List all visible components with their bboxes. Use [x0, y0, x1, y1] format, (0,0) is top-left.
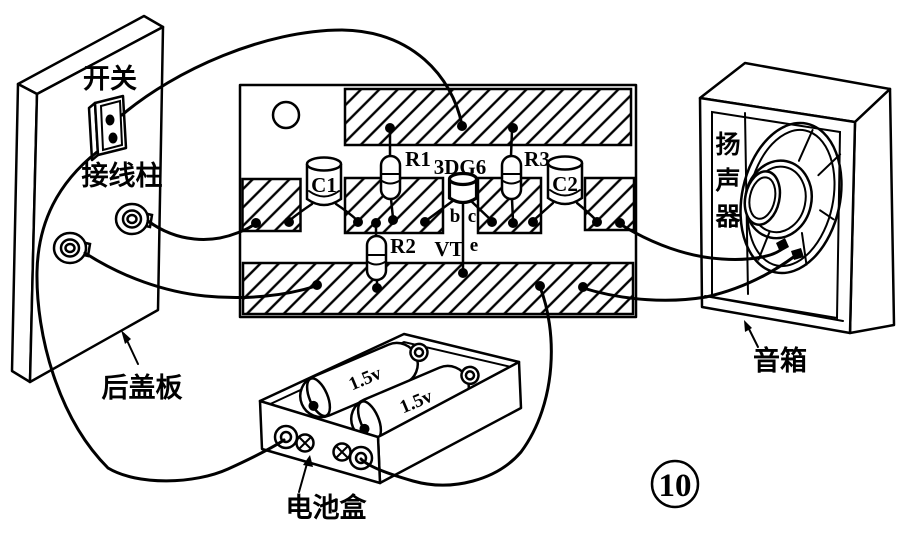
- speaker-box: 扬 声 器 音箱: [698, 61, 896, 376]
- terminals-label: 接线柱: [82, 161, 163, 191]
- back-cover-label: 后盖板: [102, 373, 183, 403]
- switch-rivet: [105, 114, 115, 126]
- pin-c-label: c: [468, 206, 476, 227]
- c1-label: C1: [311, 173, 337, 197]
- vt-label: VT: [434, 237, 463, 261]
- wire-board-to-speaker-lower: [581, 254, 797, 302]
- transistor-vt: [447, 171, 479, 205]
- resistor-r1: [379, 154, 402, 201]
- wire-switch-to-battery-loop: [35, 150, 286, 483]
- terminal-post-lower: [52, 231, 92, 265]
- driver-label-char-3: 器: [714, 203, 741, 231]
- back-cover-panel: 开关 接线柱 后盖板: [10, 14, 183, 403]
- resistor-r2: [365, 234, 388, 282]
- battery-box-label: 电池盒: [286, 492, 368, 523]
- battery-box-pointer-arrow: [298, 455, 313, 493]
- transistor-type-label: 3DG6: [434, 155, 487, 179]
- driver-label-char-1: 扬: [715, 131, 740, 159]
- hookup-wires: [35, 28, 797, 487]
- wire-terminal-upper-to-board: [146, 219, 258, 241]
- capacitor-c2: C2: [546, 155, 584, 206]
- solder-joints: [251, 121, 625, 293]
- wire-terminal-lower-to-board: [83, 251, 318, 300]
- speaker-driver: [739, 121, 843, 275]
- terminal-post-upper: [114, 202, 154, 236]
- pin-b-label: b: [450, 206, 461, 227]
- battery-cell-1: 1.5v: [299, 341, 429, 419]
- wire-board-to-speaker-upper: [618, 222, 785, 261]
- pin-e-label: e: [470, 235, 478, 256]
- battery-box: 1.5v 1.5v 电池盒: [258, 332, 523, 523]
- copper-strip-bottom: [241, 261, 635, 316]
- capacitor-c1: C1: [305, 156, 343, 207]
- wire-switch-to-board: [120, 28, 464, 127]
- resistor-r3: [500, 154, 523, 201]
- r2-label: R2: [390, 234, 416, 258]
- speaker-spokes: [757, 129, 842, 266]
- driver-label-char-2: 声: [715, 167, 740, 195]
- switch: [87, 94, 128, 162]
- r1-label: R1: [405, 147, 431, 171]
- board-hole: [271, 100, 301, 130]
- r3-label: R3: [524, 147, 550, 171]
- c2-label: C2: [552, 172, 578, 196]
- speaker-box-label: 音箱: [753, 345, 807, 376]
- circuit-board: C1 C2: [238, 83, 638, 319]
- copper-strip-top: [343, 87, 633, 147]
- speaker-box-pointer-arrow: [744, 320, 759, 348]
- wire-battery-to-board: [359, 285, 553, 487]
- component-leads: [288, 128, 598, 288]
- back-cover-pointer-arrow: [121, 330, 139, 365]
- switch-rivet: [108, 132, 118, 144]
- switch-label: 开关: [83, 64, 137, 94]
- figure-number-badge: 10: [650, 459, 700, 509]
- figure-number: 10: [659, 468, 692, 504]
